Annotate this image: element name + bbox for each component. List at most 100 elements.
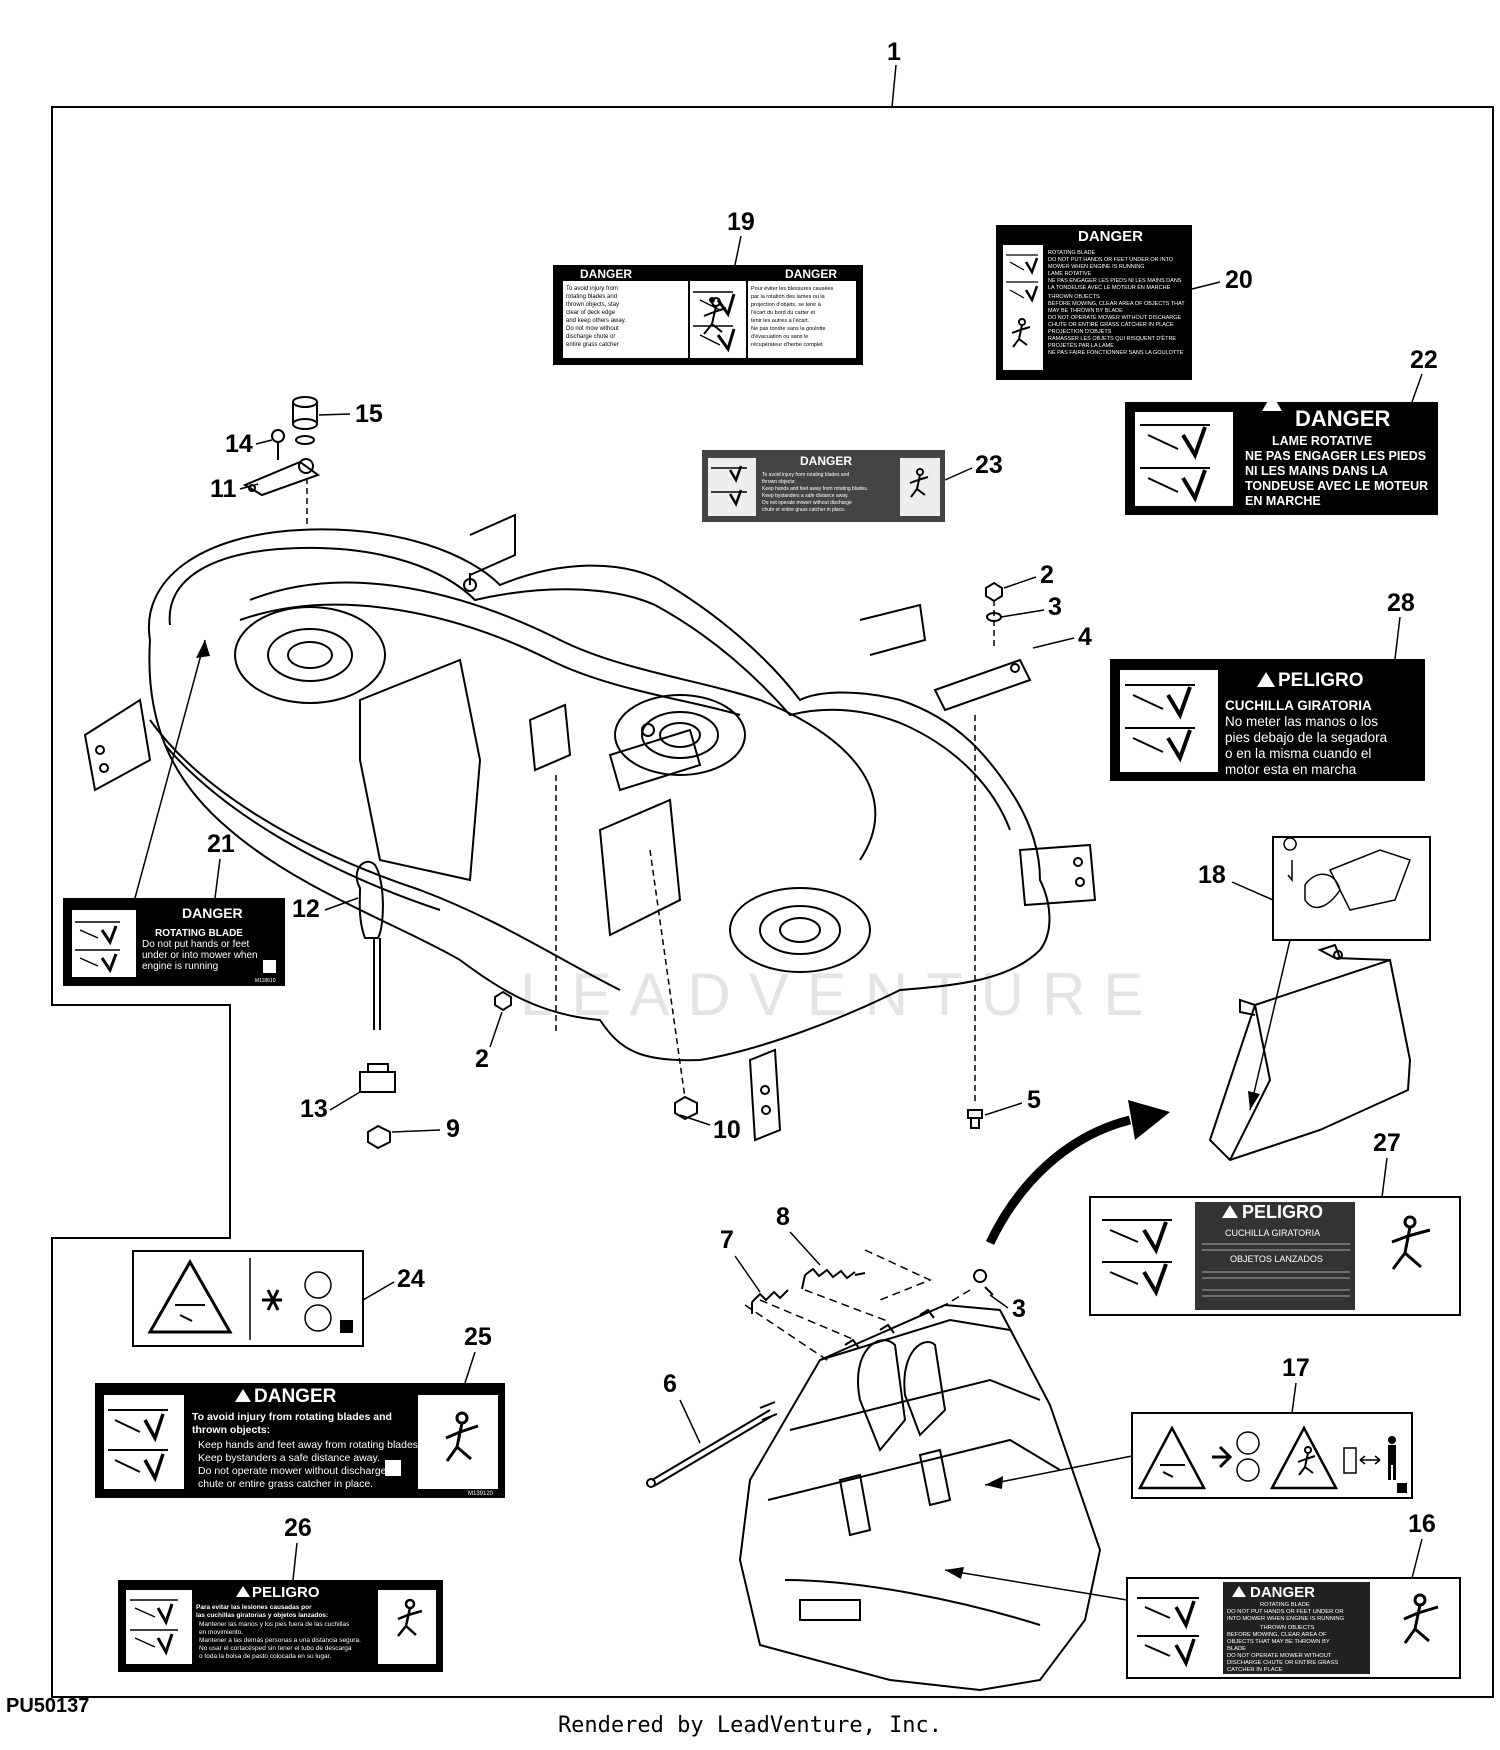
callout-4: 4: [1078, 623, 1092, 651]
chute-deflector: [1208, 943, 1412, 1162]
leader-27: [1381, 1157, 1388, 1198]
svg-text:To avoid injury from rotating: To avoid injury from rotating blades and…: [192, 1411, 421, 1490]
svg-text:To avoid injury from rotating: To avoid injury from rotating blades and…: [762, 472, 868, 513]
callout-17: 17: [1282, 1354, 1310, 1382]
leader-11: [239, 483, 259, 490]
label-27-title: PELIGRO: [1242, 1202, 1323, 1222]
callout-28: 28: [1387, 589, 1415, 617]
callout-26: 26: [284, 1514, 312, 1542]
callout-3-top: 3: [1048, 593, 1062, 621]
leader-18: [1231, 881, 1274, 901]
part-2-nut-lower: [494, 990, 512, 1012]
callout-22: 22: [1410, 346, 1438, 374]
callout-18: 18: [1198, 861, 1226, 889]
label-25-title: DANGER: [254, 1386, 337, 1407]
part-7-spring: [751, 1289, 789, 1314]
callout-6: 6: [663, 1370, 677, 1398]
leader-10-dash: [649, 849, 686, 1099]
part-8-spring: [801, 1267, 866, 1290]
label-18: [1272, 836, 1431, 941]
callout-1: 1: [887, 38, 901, 66]
part-13-clip: [359, 1063, 396, 1093]
callout-24: 24: [397, 1265, 425, 1293]
leader-5: [984, 1102, 1023, 1116]
leader-23: [944, 467, 973, 481]
label-24: [132, 1250, 364, 1347]
callout-10: 10: [713, 1116, 741, 1144]
leader-1: [891, 64, 897, 108]
label-26: PELIGRO Para evitar las lesiones causada…: [118, 1580, 443, 1672]
callout-11: 11: [210, 475, 237, 503]
leader-2-lower: [489, 1011, 503, 1048]
leader-26: [292, 1542, 298, 1581]
label-21-code: M118610: [255, 978, 276, 984]
part-15-bushing: [292, 396, 318, 445]
callout-5: 5: [1027, 1086, 1041, 1114]
part-12-rod: [355, 860, 384, 1030]
label-25-code: M139120: [468, 1491, 494, 1497]
label-20-title: DANGER: [1078, 228, 1143, 245]
part-10-bolt: [674, 1095, 698, 1121]
label-25: DANGER To avoid injury from rotating bla…: [95, 1383, 505, 1498]
leader-28: [1394, 616, 1401, 660]
leader-16-to-catcher: [944, 1569, 1128, 1601]
label-19-right-title: DANGER: [785, 267, 837, 281]
callout-25: 25: [464, 1323, 492, 1351]
callout-23: 23: [975, 451, 1003, 479]
label-23: DANGER To avoid injury from rotating bla…: [702, 450, 945, 522]
leader-17: [1291, 1382, 1297, 1414]
part-2-nut-top: [985, 581, 1003, 603]
callout-12: 12: [292, 895, 320, 923]
part-3-pin-lower: [973, 1269, 994, 1296]
label-19-left-title: DANGER: [580, 267, 632, 281]
part-9-nut: [367, 1124, 391, 1150]
leader-18-to-deflector: [1249, 939, 1291, 1111]
leader-13: [329, 1091, 361, 1111]
leader-19: [734, 235, 742, 266]
label-16-title: DANGER: [1250, 1584, 1315, 1601]
callout-27: 27: [1373, 1129, 1401, 1157]
discharge-chute: [738, 1303, 1102, 1692]
label-22-title: DANGER: [1295, 406, 1390, 431]
assembly-dash-lines: [744, 1249, 971, 1363]
leader-10: [679, 1114, 711, 1126]
callout-16: 16: [1408, 1510, 1436, 1538]
label-21-title: DANGER: [182, 905, 243, 921]
callout-2-lower: 2: [475, 1045, 489, 1073]
label-17: [1131, 1412, 1413, 1499]
leader-16: [1411, 1538, 1423, 1579]
svg-text:Para evitar las lesiones causa: Para evitar las lesiones causadas porlas…: [196, 1604, 361, 1660]
leader-22: [1411, 373, 1423, 403]
leader-3-top: [1000, 609, 1045, 618]
callout-3-lower: 3: [1012, 1295, 1026, 1323]
leader-4: [1032, 637, 1075, 649]
leader-21: [214, 858, 221, 899]
assembly-frame: [51, 106, 1494, 1698]
leader-6: [679, 1399, 701, 1444]
leader-14: [255, 439, 273, 445]
leader-25: [464, 1351, 476, 1384]
footer-credit: Rendered by LeadVenture, Inc.: [557, 1713, 943, 1738]
label-26-title: PELIGRO: [252, 1584, 320, 1601]
leader-20: [1191, 281, 1221, 290]
leader-21-to-deck: [134, 639, 206, 899]
leader-15: [318, 413, 351, 416]
label-28-title: PELIGRO: [1278, 670, 1364, 691]
leader-24: [362, 1281, 395, 1301]
callout-8: 8: [776, 1203, 790, 1231]
leader-8: [789, 1231, 821, 1266]
part-14-bolt: [271, 429, 285, 460]
